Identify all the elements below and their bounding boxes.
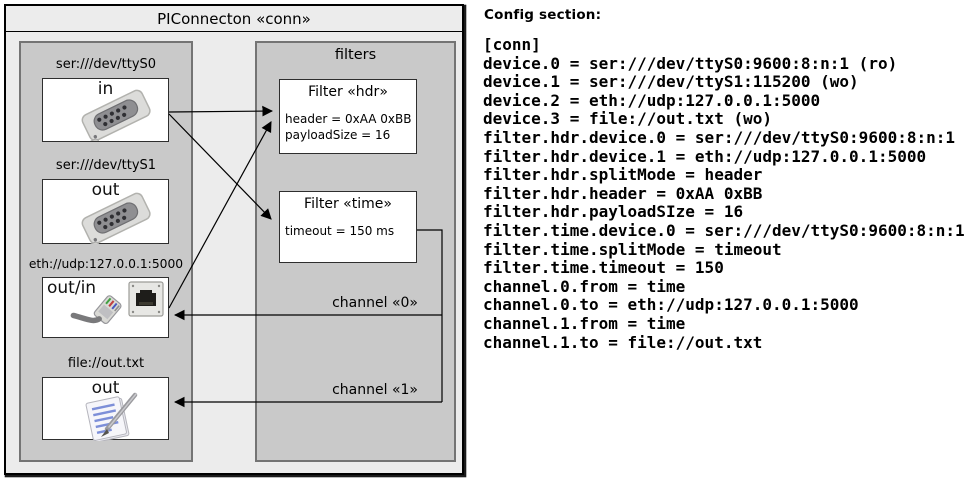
device-box-ttys0: in <box>42 78 169 142</box>
filter-hdr-attr-header: header = 0xAA 0xBB <box>285 112 412 126</box>
filter-time-attributes: timeout = 150 ms <box>285 224 394 240</box>
filter-box-time: Filter «time» timeout = 150 ms <box>279 191 417 263</box>
device-label-in: in <box>97 79 114 99</box>
device-label-outin: out/in <box>47 278 97 298</box>
device-box-ttys1: out <box>42 179 169 244</box>
filters-group: filters Filter «hdr» header = 0xAA 0xBB … <box>255 41 456 462</box>
diagram-title: PIConnecton «conn» <box>6 6 462 32</box>
filter-time-attr-timeout: timeout = 150 ms <box>285 224 395 238</box>
ethernet-jack-icon <box>128 281 164 317</box>
pen-icon <box>101 392 138 437</box>
filters-group-title: filters <box>334 47 377 63</box>
devices-group: ser:///dev/ttyS0 in ser <box>19 41 193 462</box>
piconnecton-diagram: PIConnecton «conn» ser:///dev/ttyS0 in <box>4 4 464 475</box>
filter-box-hdr: Filter «hdr» header = 0xAA 0xBB payloadS… <box>279 79 417 154</box>
serial-connector-icon <box>81 89 151 141</box>
channel-0-label: channel «0» <box>332 295 418 311</box>
device-url-eth: eth://udp:127.0.0.1:5000 <box>28 257 184 271</box>
serial-connector-icon <box>81 192 151 244</box>
notepad-icon <box>85 392 138 441</box>
ethernet-plug-icon <box>70 295 122 325</box>
device-url-file: file://out.txt <box>67 356 145 371</box>
filter-time-title: Filter «time» <box>304 196 392 212</box>
filter-hdr-attributes: header = 0xAA 0xBB payloadSize = 16 <box>285 112 411 143</box>
config-text: [conn] device.0 = ser:///dev/ttyS0:9600:… <box>483 35 964 352</box>
device-label-out: out <box>91 180 120 200</box>
filter-hdr-attr-payloadsize: payloadSize = 16 <box>285 127 391 142</box>
config-heading: Config section: <box>484 7 602 23</box>
filter-hdr-title: Filter «hdr» <box>308 84 388 100</box>
device-label-fileout: out <box>91 378 120 398</box>
device-url-ttys0: ser:///dev/ttyS0 <box>55 57 157 72</box>
device-box-eth: out/in <box>42 277 169 338</box>
device-box-file: out <box>42 377 169 441</box>
channel-1-label: channel «1» <box>332 382 418 398</box>
device-url-ttys1: ser:///dev/ttyS1 <box>55 158 157 173</box>
